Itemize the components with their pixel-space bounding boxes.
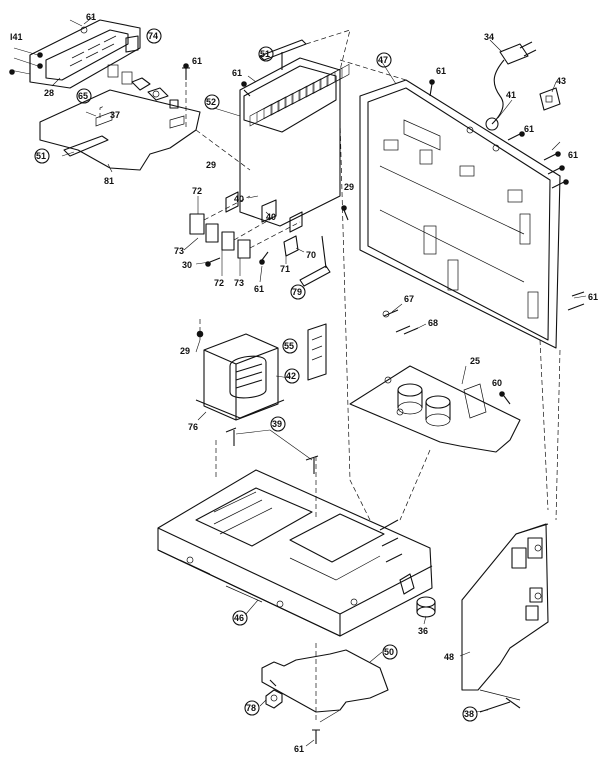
label-76: 76 xyxy=(188,422,198,432)
heatsink-fin xyxy=(270,92,294,116)
label-37: 37 xyxy=(110,110,120,120)
label-29: 29 xyxy=(344,182,354,192)
label-40: 40 xyxy=(234,194,244,204)
label-46: 46 xyxy=(234,613,244,623)
label-28: 28 xyxy=(44,88,54,98)
chassis-46 xyxy=(157,440,433,637)
screw-38 xyxy=(479,697,521,713)
bracket-79 xyxy=(299,235,331,287)
heatsink-52 xyxy=(239,29,351,227)
label-79: 79 xyxy=(292,287,302,297)
part-labels: 61 74 l41 28 65 37 51 81 51 61 61 52 29 … xyxy=(10,12,598,754)
label-61: 61 xyxy=(232,68,242,78)
nut-78 xyxy=(265,679,283,709)
label-78: 78 xyxy=(246,703,256,713)
label-42: 42 xyxy=(286,371,296,381)
rear-panel-47 xyxy=(359,79,561,349)
heatsink-fin xyxy=(319,67,343,91)
heatsink-fin xyxy=(256,99,280,123)
label-61: 61 xyxy=(294,744,304,754)
label-1: l41 xyxy=(10,32,23,42)
side-board-48 xyxy=(461,523,549,701)
top-screws xyxy=(182,63,251,130)
label-39: 39 xyxy=(272,419,282,429)
label-52: 52 xyxy=(206,97,216,107)
label-61: 61 xyxy=(436,66,446,76)
screws-39 xyxy=(225,427,319,474)
label-34: 34 xyxy=(484,32,494,42)
label-73: 73 xyxy=(234,278,244,288)
label-30: 30 xyxy=(182,260,192,270)
label-61: 61 xyxy=(524,124,534,134)
label-25: 25 xyxy=(470,356,480,366)
label-72: 72 xyxy=(214,278,224,288)
shield-plate-50 xyxy=(261,649,389,723)
switch-43 xyxy=(539,87,561,111)
front-bracket-assembly xyxy=(9,19,141,89)
power-cord-34 xyxy=(485,41,537,131)
label-60: 60 xyxy=(492,378,502,388)
label-48: 48 xyxy=(444,652,454,662)
label-71: 71 xyxy=(280,264,290,274)
label-61: 61 xyxy=(86,12,96,22)
power-board-25 xyxy=(349,309,521,453)
label-51: 51 xyxy=(260,49,270,59)
label-61: 61 xyxy=(588,292,598,302)
label-50: 50 xyxy=(384,647,394,657)
label-73: 73 xyxy=(174,246,184,256)
label-61: 61 xyxy=(192,56,202,66)
heatsink-fin xyxy=(298,78,322,102)
heatsink-fin xyxy=(263,96,287,120)
bracket-55 xyxy=(307,323,327,381)
label-38: 38 xyxy=(464,709,474,719)
label-74: 74 xyxy=(148,31,158,41)
leader-lines xyxy=(51,15,587,747)
heatsink-fin xyxy=(291,81,315,105)
connector-group-65 xyxy=(131,77,179,109)
label-29: 29 xyxy=(206,160,216,170)
label-29: 29 xyxy=(180,346,190,356)
foot-36 xyxy=(416,596,436,618)
right-screws xyxy=(429,79,585,311)
heatsink-fin xyxy=(305,74,329,98)
assembly-lines xyxy=(339,59,561,521)
label-43: 43 xyxy=(556,76,566,86)
label-41: 41 xyxy=(506,90,516,100)
heatsink-fin xyxy=(326,63,350,87)
label-68: 68 xyxy=(428,318,438,328)
label-65: 65 xyxy=(78,91,88,101)
label-67: 67 xyxy=(404,294,414,304)
label-72: 72 xyxy=(192,186,202,196)
label-40: 40 xyxy=(266,212,276,222)
label-51: 51 xyxy=(36,151,46,161)
label-81: 81 xyxy=(104,176,114,186)
label-61: 61 xyxy=(254,284,264,294)
label-61: 61 xyxy=(568,150,578,160)
transistor-group xyxy=(189,191,349,267)
heatsink-fin xyxy=(284,85,308,109)
bottom-screw xyxy=(312,640,320,744)
label-70: 70 xyxy=(306,250,316,260)
label-36: 36 xyxy=(418,626,428,636)
label-47: 47 xyxy=(378,55,388,65)
heatsink-fin xyxy=(277,89,301,113)
transformer-76 xyxy=(195,318,285,421)
label-55: 55 xyxy=(284,341,294,351)
